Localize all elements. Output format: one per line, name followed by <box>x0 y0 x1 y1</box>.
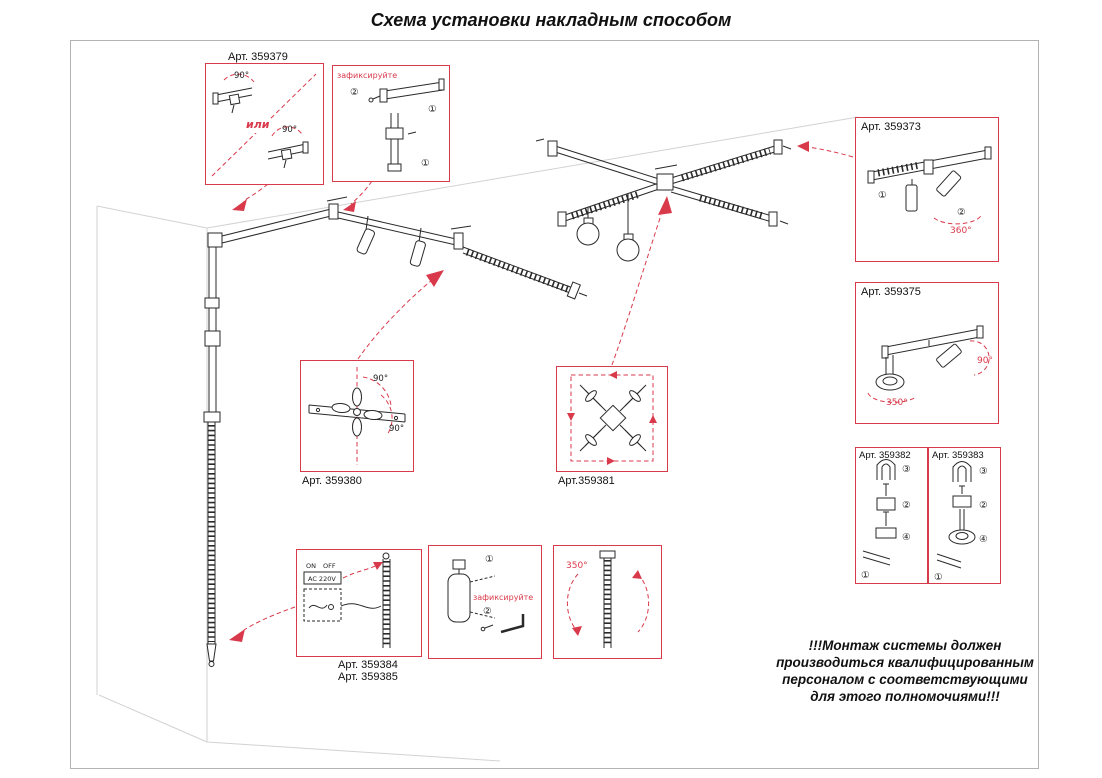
step-2-label: ② <box>979 500 988 511</box>
red-arrowhead <box>373 562 383 570</box>
cross-plate <box>308 387 406 437</box>
callout-art359373: Арт. 359373 ① ② 360° <box>855 117 999 262</box>
bracket-options-drawing: или 90° 90° <box>211 71 317 177</box>
x-plate <box>579 384 647 452</box>
warning-text: !!!Монтаж системы должен производиться к… <box>763 637 1047 705</box>
article-label-359382: Арт. 359382 <box>859 450 911 461</box>
callout-art359383: Арт. 359383 ③ ② ④ ① <box>928 447 1001 584</box>
mount-kit-parts <box>936 461 976 569</box>
switch-on-label: ON <box>306 562 316 570</box>
article-label-359379: Арт. 359379 <box>228 51 288 63</box>
callout-fix-top: зафиксируйте ② ① ① <box>332 65 450 182</box>
article-label-359385: Арт. 359385 <box>338 671 398 683</box>
step-2-label: ② <box>350 87 359 98</box>
callout-art359379: или 90° 90° <box>205 63 324 185</box>
angle-90-label: 90° <box>977 356 993 366</box>
page-title: Схема установки накладным способом <box>370 10 732 30</box>
spot-rotation-drawing: ① ② 360° <box>867 146 992 236</box>
fix-label: зафиксируйте <box>337 71 397 80</box>
bracket-variant-2 <box>267 141 309 169</box>
step-1-label: ① <box>485 554 494 565</box>
connector-drawing <box>368 78 445 172</box>
callout-rotate350: 350° <box>553 545 662 659</box>
callout-fix-bottom: ① зафиксируйте ② <box>428 545 542 659</box>
step-1-label: ① <box>428 104 437 115</box>
warning-line-4: для этого полномочиями!!! <box>810 689 1000 704</box>
article-label-359383: Арт. 359383 <box>932 450 984 461</box>
cross-connector-assembly <box>535 138 792 227</box>
callout-art359380: 90° 90° <box>300 360 414 472</box>
warning-line-3: персоналом с соответствующими <box>782 672 1028 687</box>
canopy-fixation-drawing: ① зафиксируйте ② <box>447 554 533 634</box>
warning-line-1: !!!Монтаж системы должен <box>808 638 1002 653</box>
adjust-arrows <box>567 371 657 465</box>
switch-off-label: OFF <box>323 562 336 570</box>
ceiling-track-run <box>207 196 472 250</box>
angle-90-label: 90° <box>373 374 388 384</box>
angle-350-label: 350° <box>566 561 588 571</box>
callout-art359375: Арт. 359375 90° 350° <box>855 282 999 424</box>
angle-360-label: 360° <box>950 226 972 236</box>
step-4-label: ④ <box>979 534 988 545</box>
or-label: или <box>246 118 270 131</box>
step-1-label: ① <box>878 190 887 201</box>
article-label-359375: Арт. 359375 <box>861 286 921 298</box>
article-label-359373: Арт. 359373 <box>861 121 921 133</box>
leader-lines <box>242 146 854 631</box>
power-connection-drawing: ON OFF AC 220V <box>303 552 391 648</box>
canopy <box>447 559 525 634</box>
wall-mount-track <box>875 325 984 391</box>
wall-mount-drawing: 90° 350° <box>867 325 993 408</box>
article-label-359380: Арт. 359380 <box>302 475 362 487</box>
cross-plate-drawing: 90° 90° <box>308 367 406 465</box>
diagram-frame <box>70 40 1039 769</box>
bracket-variant-1 <box>212 87 253 114</box>
red-arrowhead <box>632 570 642 579</box>
pole-rotation-drawing: 350° <box>566 550 650 648</box>
step-3-label: ③ <box>902 464 911 475</box>
chain-pole <box>382 552 391 648</box>
angle-90-label: 90° <box>282 125 297 135</box>
x-plate-drawing <box>567 371 657 465</box>
track-spotlights <box>356 215 426 267</box>
power-panel <box>303 571 382 622</box>
red-arrowhead <box>572 626 582 636</box>
step-2-label: ② <box>483 606 492 617</box>
step-1-label: ① <box>861 570 870 581</box>
voltage-label: AC 220V <box>308 575 336 583</box>
angle-90-label: 90° <box>389 424 404 434</box>
step-3-label: ③ <box>979 466 988 477</box>
fix-label: зафиксируйте <box>473 593 533 602</box>
callout-art359382: Арт. 359382 ③ ② ④ ① <box>855 447 928 584</box>
fixation-drawing: зафиксируйте ② ① ① <box>337 71 445 172</box>
step-1-label: ① <box>421 158 430 169</box>
red-arrowheads <box>229 141 809 642</box>
step-2-label: ② <box>902 500 911 511</box>
step-1-label: ① <box>934 572 943 583</box>
callout-art359381 <box>556 366 668 472</box>
room-outline <box>96 116 859 762</box>
mount-kit-parts <box>862 459 897 566</box>
step-4-label: ④ <box>902 532 911 543</box>
angle-90-label: 90° <box>234 71 249 81</box>
ball-pendants <box>576 194 640 262</box>
track-with-spots <box>867 146 992 212</box>
callout-art359384: ON OFF AC 220V <box>296 549 422 657</box>
chain-track-lower <box>462 246 588 300</box>
mount-kit-drawing: ③ ② ④ ① <box>861 459 911 581</box>
article-label-359381: Арт.359381 <box>558 475 615 487</box>
warning-line-2: производиться квалифицированным <box>776 655 1034 670</box>
step-2-label: ② <box>957 207 966 218</box>
article-label-359384: Арт. 359384 <box>338 659 398 671</box>
chain-pole <box>599 550 616 648</box>
wall-vertical-track <box>203 247 221 667</box>
angle-350-label: 350° <box>886 398 908 408</box>
mount-kit-drawing-2: ③ ② ④ ① <box>934 461 988 583</box>
